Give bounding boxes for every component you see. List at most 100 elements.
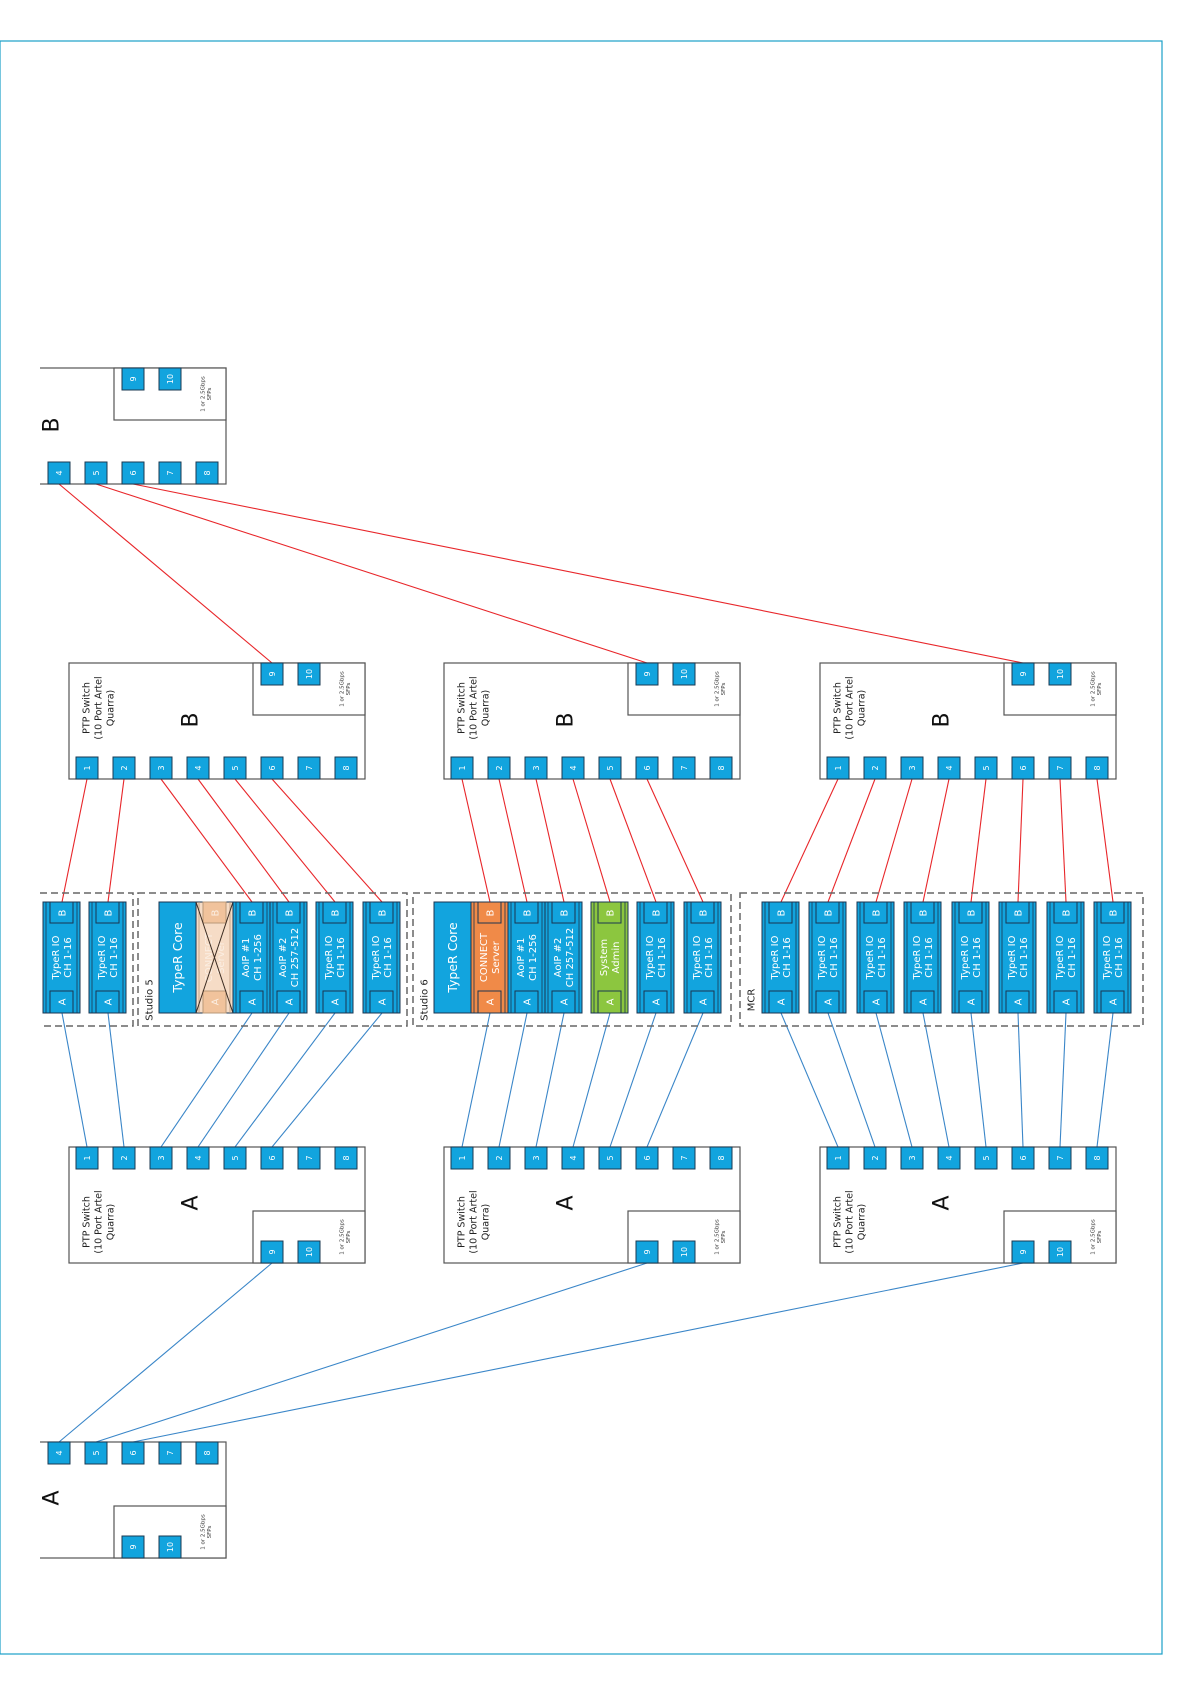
card-port-a: A (477, 990, 502, 1014)
port-number: 6 (129, 470, 138, 475)
port-box (477, 901, 502, 924)
port-number: 9 (1019, 671, 1028, 676)
port-number: 2 (495, 1155, 504, 1160)
switch-label-line: Quarra) (480, 1204, 491, 1241)
switch-port-5: 5 (223, 756, 247, 780)
sfp-port-10: 10 (297, 1240, 321, 1264)
port-number: 3 (532, 1155, 541, 1160)
link-a (1017, 1012, 1024, 1148)
card-label: AoIP #2CH 257-512 (278, 928, 301, 987)
card-port-a: A (690, 990, 715, 1014)
port-number: 9 (129, 1544, 138, 1549)
uplink-a-3 (132, 1262, 1024, 1443)
switch-port-2: 2 (112, 1146, 136, 1170)
sfp-label: 1 or 2.5GbpsSFPs (201, 376, 214, 412)
sfp-label-line: SFPs (346, 683, 352, 696)
port-number-line: 5 (606, 1155, 615, 1160)
card-label-line: CH 257-512 (565, 928, 576, 987)
port-number-line: 10 (680, 1247, 689, 1257)
port-number: 9 (643, 1249, 652, 1254)
port-number: 8 (1093, 1155, 1102, 1160)
card-label-line: CH 1-16 (972, 937, 983, 977)
port-letter-line: B (486, 909, 497, 916)
link-b (646, 778, 704, 903)
link-b (107, 778, 125, 903)
group-label: MCR (747, 989, 758, 1012)
card-label: AoIP #1CH 1-256 (516, 934, 539, 981)
card-label-line: AoIP #1 (516, 938, 527, 978)
card-label-line: CH 1-16 (383, 937, 394, 977)
port-number: 4 (55, 1450, 64, 1455)
port-number: 7 (680, 1155, 689, 1160)
port-number: 10 (1056, 669, 1065, 679)
port-box (487, 1146, 511, 1170)
port-letter-line: A (104, 998, 115, 1005)
port-box (1011, 1146, 1035, 1170)
card-label: CONNECTServer (479, 932, 502, 982)
port-letter-line: B (606, 909, 617, 916)
group-border (40, 892, 134, 1027)
card-port-b: B (551, 901, 576, 924)
card-label-line: AoIP #2 (553, 938, 564, 978)
card-label: TypeR Core (445, 922, 460, 994)
card-port-b: B (863, 901, 888, 924)
card-label-line: TypeR IO (1007, 935, 1018, 980)
switch-letter-line: B (179, 712, 204, 727)
port-box (84, 461, 108, 485)
switch-label-line: PTP Switch (81, 682, 92, 734)
port-box (1011, 1240, 1035, 1264)
port-box (1011, 756, 1035, 780)
card-label: SystemAdmin (599, 939, 622, 976)
port-number-line: 7 (1056, 1155, 1065, 1160)
card-port-a: A (95, 990, 120, 1014)
group-label-line: Studio 5 (145, 979, 156, 1020)
port-box (158, 1535, 182, 1559)
port-number-line: 1 (83, 765, 92, 770)
port-number-line: 4 (194, 765, 203, 770)
switch-label-line: (10 Port Artel (93, 1190, 104, 1253)
port-letter: A (378, 998, 389, 1005)
link-b (970, 778, 987, 903)
port-box (1100, 990, 1125, 1014)
port-letter: B (331, 909, 342, 916)
port-box (974, 1146, 998, 1170)
link-b (271, 778, 383, 903)
port-number: 1 (834, 765, 843, 770)
port-number: 7 (166, 1450, 175, 1455)
port-box (514, 901, 539, 924)
port-letter: B (104, 909, 115, 916)
port-box (815, 990, 840, 1014)
card-label-line: TypeR IO (770, 935, 781, 980)
link-b (535, 778, 565, 903)
port-number-line: 6 (1019, 1155, 1028, 1160)
port-letter: B (378, 909, 389, 916)
port-box (768, 901, 793, 924)
sfp-label: 1 or 2.5GbpsSFPs (1091, 671, 1104, 707)
port-box (1011, 662, 1035, 686)
port-number-line: 10 (680, 669, 689, 679)
port-letter: B (560, 909, 571, 916)
port-letter: B (1014, 909, 1025, 916)
port-letter-line: A (1062, 998, 1073, 1005)
device-card: B A CONNECTServer (470, 901, 509, 1014)
sfp-label-line: SFPs (1097, 1231, 1103, 1244)
switch-letter: B (40, 417, 65, 432)
sfp-label-line: 1 or 2.5Gbps (201, 376, 207, 412)
port-letter-line: B (523, 909, 534, 916)
port-letter: A (104, 998, 115, 1005)
sfp-label: 1 or 2.5GbpsSFPs (715, 1219, 728, 1255)
switch-port-6: 6 (121, 1441, 145, 1465)
port-box (937, 1146, 961, 1170)
sfp-port-9: 9 (635, 662, 659, 686)
group-border (412, 892, 732, 1027)
sfp-label-line: 1 or 2.5Gbps (1091, 1219, 1097, 1255)
port-box (322, 990, 347, 1014)
port-number: 8 (203, 1450, 212, 1455)
port-number-line: 2 (120, 1155, 129, 1160)
